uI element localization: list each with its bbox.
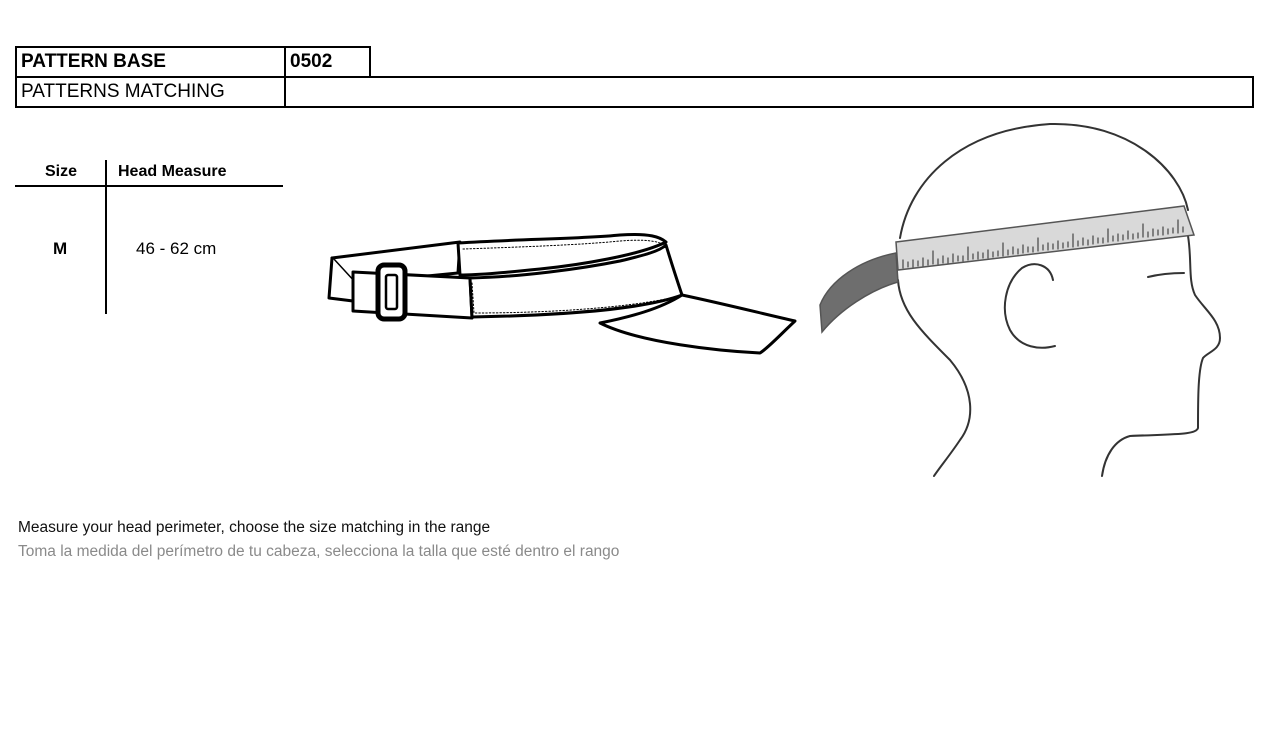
head-measure-column-header: Head Measure bbox=[118, 163, 227, 180]
size-cell: M bbox=[53, 239, 68, 258]
head-measure-cell: 46 - 62 cm bbox=[136, 239, 217, 258]
head-measuring-illustration bbox=[810, 110, 1230, 490]
size-column-header: Size bbox=[45, 163, 78, 180]
pattern-base-label: PATTERN BASE bbox=[15, 46, 286, 78]
instruction-spanish: Toma la medida del perímetro de tu cabez… bbox=[18, 543, 620, 560]
patterns-matching-value bbox=[284, 76, 1254, 108]
visor-illustration bbox=[320, 225, 810, 365]
table-header-divider bbox=[15, 185, 283, 187]
pattern-base-value: 0502 bbox=[284, 46, 371, 78]
patterns-matching-label: PATTERNS MATCHING bbox=[15, 76, 286, 108]
table-column-divider bbox=[105, 160, 107, 314]
instruction-english: Measure your head perimeter, choose the … bbox=[18, 519, 491, 536]
